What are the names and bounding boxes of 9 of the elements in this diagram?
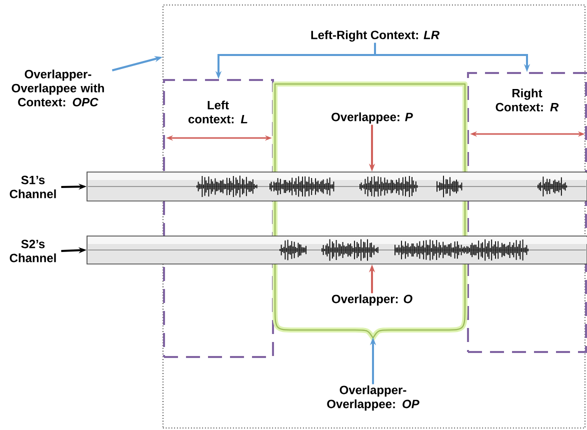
region-label: Overlapper-Overlappee: OP — [327, 385, 420, 411]
heading-label: Left-Right Context: LR — [311, 30, 440, 42]
channel-label: S1’s Channel — [10, 176, 56, 198]
channel-label: S2’s Channel — [10, 240, 56, 262]
dashed-context-box: Left context: L — [163, 79, 274, 358]
callout-label: Overlapper-Overlappee with Context: OPC — [12, 70, 104, 106]
dotted-frame — [162, 4, 586, 428]
region-label: Overlappee: P — [332, 112, 413, 124]
region-label: Overlapper: O — [332, 294, 412, 306]
